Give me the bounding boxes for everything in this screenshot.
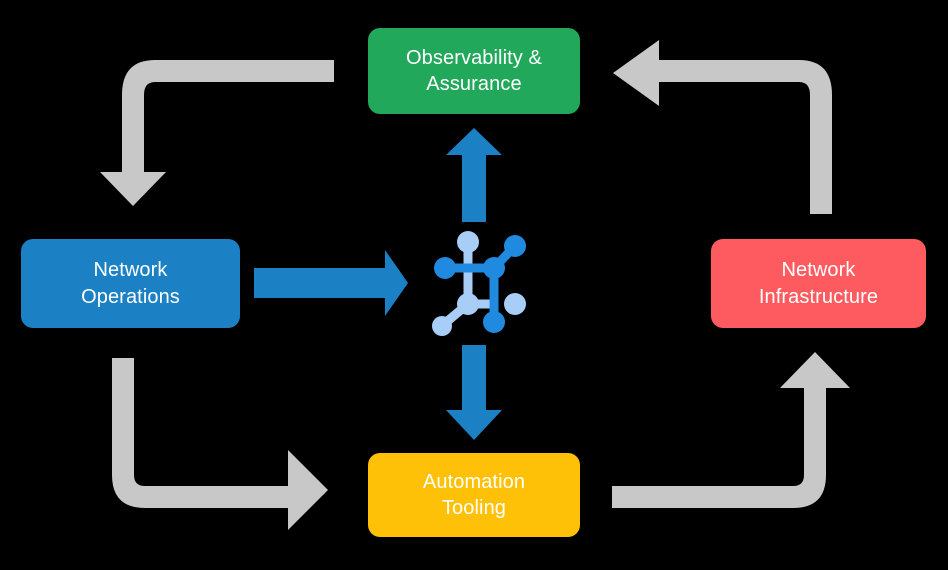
node-box-automation[interactable]: Automation Tooling [368, 453, 580, 537]
node-label-automation: Automation Tooling [422, 470, 526, 519]
network-topology-icon [432, 231, 526, 336]
arrow-operations-to-automation [112, 358, 328, 530]
node-box-infrastructure[interactable]: Network Infrastructure [711, 239, 926, 328]
topology-nodes [432, 231, 526, 336]
arrow-observability-to-operations [100, 60, 334, 206]
arrow-hub-to-observability [446, 128, 502, 222]
node-box-observability[interactable]: Observability & Assurance [368, 28, 580, 114]
node-box-operations[interactable]: Network Operations [21, 239, 240, 328]
arrow-hub-to-automation [446, 345, 502, 440]
node-label-infrastructure: Network Infrastructure [758, 259, 879, 308]
arrow-automation-to-infrastructure [612, 352, 850, 508]
arrow-infrastructure-to-observability [613, 40, 832, 214]
arrow-operations-to-hub [254, 250, 408, 316]
node-label-operations: Network Operations [81, 259, 180, 308]
node-label-observability: Observability & Assurance [406, 46, 542, 95]
